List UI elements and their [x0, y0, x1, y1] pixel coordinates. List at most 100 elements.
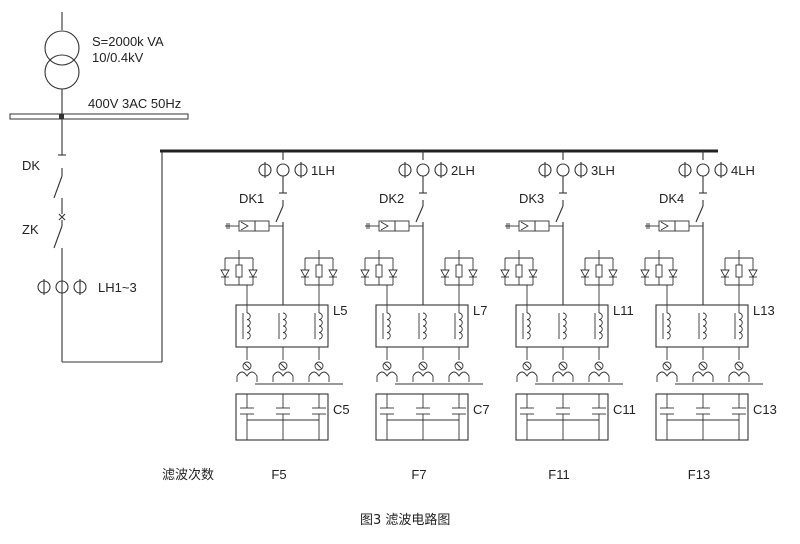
- reactor-coil-icon: [598, 312, 603, 340]
- capacitor-icon: [556, 394, 570, 440]
- busbar-tap: [59, 114, 64, 119]
- branch-capacitor-label: C13: [753, 402, 777, 417]
- ct-circle-icon: [55, 280, 69, 294]
- branch-reactor-label: L5: [333, 303, 347, 318]
- branch-switch-label: DK2: [379, 191, 404, 206]
- relay-indicator-icon: [418, 361, 428, 371]
- incoming-dk-label: DK: [22, 158, 40, 173]
- branch-capacitor-label: C5: [333, 402, 350, 417]
- capacitor-icon: [520, 394, 534, 440]
- reactor-coil-icon: [526, 312, 531, 340]
- relay-indicator-icon: [594, 361, 604, 371]
- protection-diode-block-icon: [300, 250, 338, 286]
- branch-ct-label: 1LH: [311, 163, 335, 178]
- protection-diode-block-icon: [580, 250, 618, 286]
- incoming-zk-label: ZK: [22, 222, 39, 237]
- branch-switch-blade: [415, 205, 424, 223]
- fuse-symbol-icon: [645, 220, 703, 232]
- capacitor-icon: [416, 394, 430, 440]
- branch-switch-label: DK3: [519, 191, 544, 206]
- branch-ct-group: [258, 162, 308, 178]
- protection-diode-block-icon: [500, 250, 538, 286]
- capacitor-icon: [380, 394, 394, 440]
- ct-circle-icon: [416, 163, 430, 177]
- fuse-symbol-icon: [365, 220, 423, 232]
- branch-filter-label: F11: [548, 467, 569, 482]
- relay-indicator-icon: [242, 361, 252, 371]
- branch-reactor-label: L13: [753, 303, 775, 318]
- reactor-coil-icon: [458, 312, 463, 340]
- capacitor-icon: [240, 394, 254, 440]
- capacitor-bank-box: [235, 393, 329, 441]
- branch-switch-blade: [275, 205, 284, 223]
- branch-filter-label: F5: [271, 467, 286, 482]
- ct-circle-icon: [556, 163, 570, 177]
- branch-reactor-label: L11: [613, 303, 634, 318]
- protection-diode-block-icon: [440, 250, 478, 286]
- capacitor-icon: [660, 394, 674, 440]
- capacitor-icon: [732, 394, 746, 440]
- figure-caption: 图3 滤波电路图: [360, 512, 450, 528]
- capacitor-bank-box: [515, 393, 609, 441]
- branch-ct-group: [398, 162, 448, 178]
- zk-breaker-blade: [53, 225, 63, 249]
- protection-diode-block-icon: [220, 250, 258, 286]
- branch-switch-blade: [555, 205, 564, 223]
- fuse-symbol-icon: [505, 220, 563, 232]
- relay-indicator-icon: [314, 361, 324, 371]
- branch-reactor-label: L7: [473, 303, 487, 318]
- reactor-box: [235, 304, 329, 348]
- branch-capacitor-label: C7: [473, 402, 490, 417]
- relay-indicator-icon: [382, 361, 392, 371]
- reactor-coil-icon: [386, 312, 391, 340]
- transformer-rating: S=2000k VA: [92, 34, 164, 49]
- capacitor-icon: [696, 394, 710, 440]
- branch-ct-group: [538, 162, 588, 178]
- filter-branches: 1LHDK1L5C5F52LHDK2L7C7F73LHDK3L11C11F114…: [220, 151, 777, 482]
- branch-capacitor-label: C11: [613, 402, 636, 417]
- relay-indicator-icon: [558, 361, 568, 371]
- reactor-coil-icon: [282, 312, 287, 340]
- reactor-coil-icon: [702, 312, 707, 340]
- transformer-voltage: 10/0.4kV: [92, 50, 144, 65]
- dk-switch-blade: [53, 175, 63, 199]
- main-busbar: [9, 113, 189, 120]
- branch-filter-label: F13: [688, 467, 710, 482]
- thermal-relay-row: [516, 361, 623, 385]
- ct-circle-icon: [696, 163, 710, 177]
- protection-diode-block-icon: [640, 250, 678, 286]
- thermal-relay-row: [236, 361, 343, 385]
- branch-ct-label: 2LH: [451, 163, 475, 178]
- reactor-coil-icon: [666, 312, 671, 340]
- capacitor-icon: [452, 394, 466, 440]
- relay-indicator-icon: [522, 361, 532, 371]
- incoming-ct-group: [37, 279, 87, 295]
- reactor-coil-icon: [246, 312, 251, 340]
- thermal-relay-row: [376, 361, 483, 385]
- incoming-feeder: [53, 119, 163, 363]
- protection-diode-block-icon: [360, 250, 398, 286]
- reactor-box: [655, 304, 749, 348]
- relay-indicator-icon: [454, 361, 464, 371]
- main-bus-label: 400V 3AC 50Hz: [88, 96, 181, 111]
- protection-diode-block-icon: [720, 250, 758, 286]
- thermal-relay-row: [656, 361, 763, 385]
- relay-indicator-icon: [734, 361, 744, 371]
- reactor-coil-icon: [738, 312, 743, 340]
- transformer-symbol: [44, 12, 80, 114]
- ct-circle-icon: [276, 163, 290, 177]
- branch-switch-label: DK1: [239, 191, 264, 206]
- capacitor-bank-box: [375, 393, 469, 441]
- branch-ct-label: 4LH: [731, 163, 755, 178]
- reactor-coil-icon: [562, 312, 567, 340]
- branch-ct-group: [678, 162, 728, 178]
- capacitor-icon: [592, 394, 606, 440]
- capacitor-bank-box: [655, 393, 749, 441]
- relay-indicator-icon: [698, 361, 708, 371]
